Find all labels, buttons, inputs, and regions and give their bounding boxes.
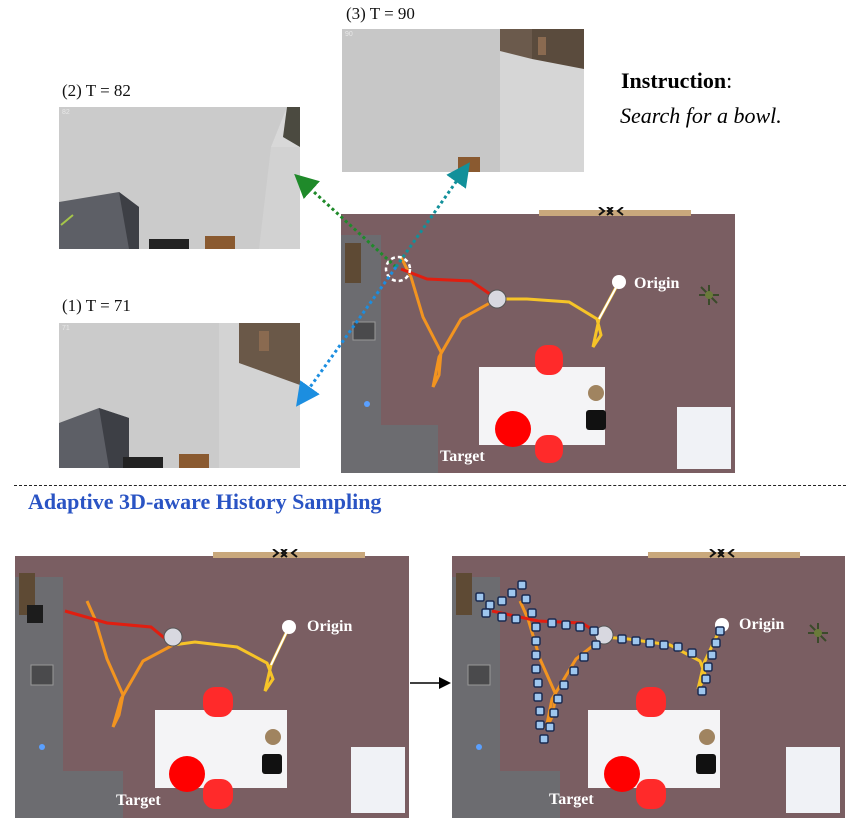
frame-caption-t71: (1) T = 71 — [62, 296, 131, 315]
frame-index-label: 90 — [345, 31, 353, 38]
frame-caption-t82: (2) T = 82 — [62, 81, 131, 100]
target-label: Target — [549, 791, 594, 808]
frame-image-t90: 90 — [342, 29, 584, 172]
transition-arrow — [410, 677, 451, 689]
origin-label: Origin — [307, 618, 352, 635]
top-down-map-main: Origin Target — [341, 206, 735, 473]
target-label: Target — [116, 792, 161, 809]
frame-caption-t90: (3) T = 90 — [346, 4, 415, 23]
frame-index-label: 82 — [62, 109, 70, 116]
top-down-map-sampled: Origin Target — [452, 548, 845, 818]
frame-image-t82: 82 — [59, 107, 300, 249]
origin-label: Origin — [739, 616, 784, 633]
instruction-title: Instruction: — [621, 68, 733, 93]
instruction-text: Search for a bowl. — [620, 103, 782, 128]
top-down-map-before: Origin Target — [15, 548, 409, 818]
section-title: Adaptive 3D-aware History Sampling — [28, 489, 382, 514]
origin-label: Origin — [634, 275, 679, 292]
target-label: Target — [440, 448, 485, 465]
frame-image-t71: 71 — [59, 323, 300, 468]
section-divider — [14, 485, 846, 486]
frame-index-label: 71 — [62, 325, 70, 332]
